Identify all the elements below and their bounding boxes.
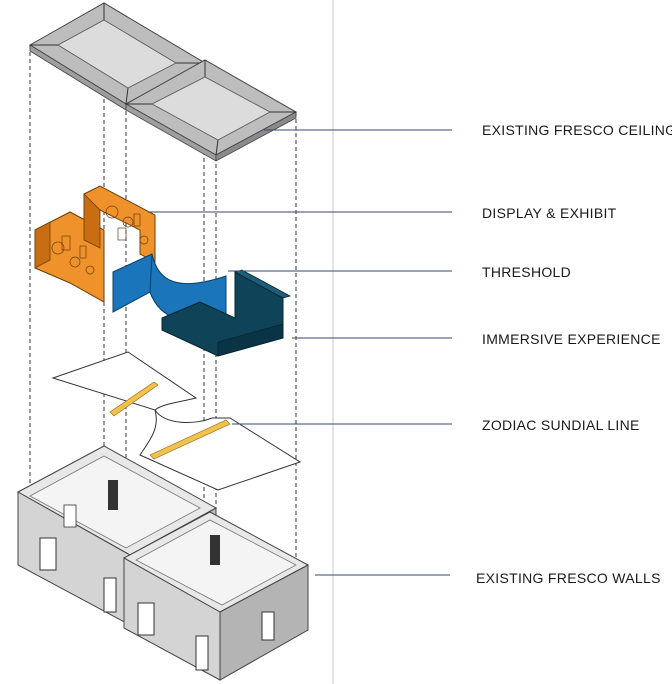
- immersive-experience-volume: [161, 269, 292, 357]
- label-existing-fresco-walls: EXISTING FRESCO WALLS: [476, 570, 661, 586]
- label-immersive-experience: IMMERSIVE EXPERIENCE: [482, 331, 661, 347]
- label-display-exhibit: DISPLAY & EXHIBIT: [482, 205, 617, 221]
- label-existing-fresco-ceiling: EXISTING FRESCO CEILING: [482, 122, 672, 138]
- fresco-ceiling: [29, 2, 298, 162]
- label-zodiac-sundial-line: ZODIAC SUNDIAL LINE: [482, 417, 640, 433]
- zodiac-sundial-planes: [51, 351, 302, 491]
- display-exhibit-panels: [34, 185, 156, 303]
- label-threshold: THRESHOLD: [482, 264, 571, 280]
- fresco-walls: [16, 445, 310, 681]
- leader-lines: [148, 129, 452, 576]
